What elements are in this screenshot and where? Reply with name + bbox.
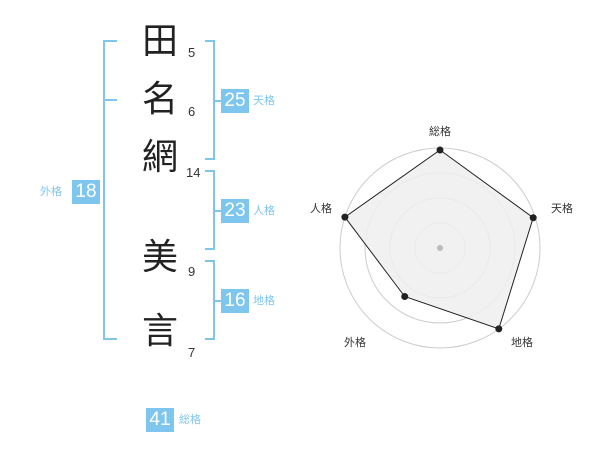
soukaku-label: 総格 <box>179 413 201 426</box>
name-char-5: 言 <box>141 311 178 352</box>
tenkaku-value-badge: 25 <box>221 89 249 113</box>
tenkaku-label: 天格 <box>253 94 275 107</box>
radar-point <box>436 146 444 154</box>
radar-label-gaikaku: 外格 <box>344 335 366 349</box>
soukaku-value-badge: 41 <box>146 408 174 432</box>
radar-shape <box>344 149 534 330</box>
stroke-count-1: 5 <box>188 45 196 60</box>
radar-label-soukaku: 総格 <box>429 124 451 138</box>
name-char-3: 網 <box>141 137 178 178</box>
stroke-count-3: 14 <box>186 165 201 180</box>
name-char-2: 名 <box>141 79 178 120</box>
gaikaku-value-badge: 18 <box>72 180 100 204</box>
gaikaku-label: 外格 <box>40 185 62 198</box>
radar-label-tenkaku: 天格 <box>551 201 573 215</box>
stroke-count-2: 6 <box>188 104 196 119</box>
radar-point <box>495 325 503 333</box>
jinkaku-label: 人格 <box>253 204 275 217</box>
name-char-4: 美 <box>141 237 178 278</box>
radar-point <box>341 213 349 221</box>
name-char-1: 田 <box>141 21 178 62</box>
chikaku-value-badge: 16 <box>221 289 249 313</box>
stroke-count-5: 7 <box>188 345 196 360</box>
radar-point <box>529 214 537 222</box>
chikaku-label: 地格 <box>253 294 275 307</box>
radar-label-chikaku: 地格 <box>511 335 533 349</box>
radar-label-jinkaku: 人格 <box>310 201 332 215</box>
stroke-count-4: 9 <box>188 264 196 279</box>
radar-points <box>341 146 537 333</box>
radar-center-dot <box>437 245 443 251</box>
radar-point <box>401 293 409 301</box>
jinkaku-value-badge: 23 <box>221 199 249 223</box>
